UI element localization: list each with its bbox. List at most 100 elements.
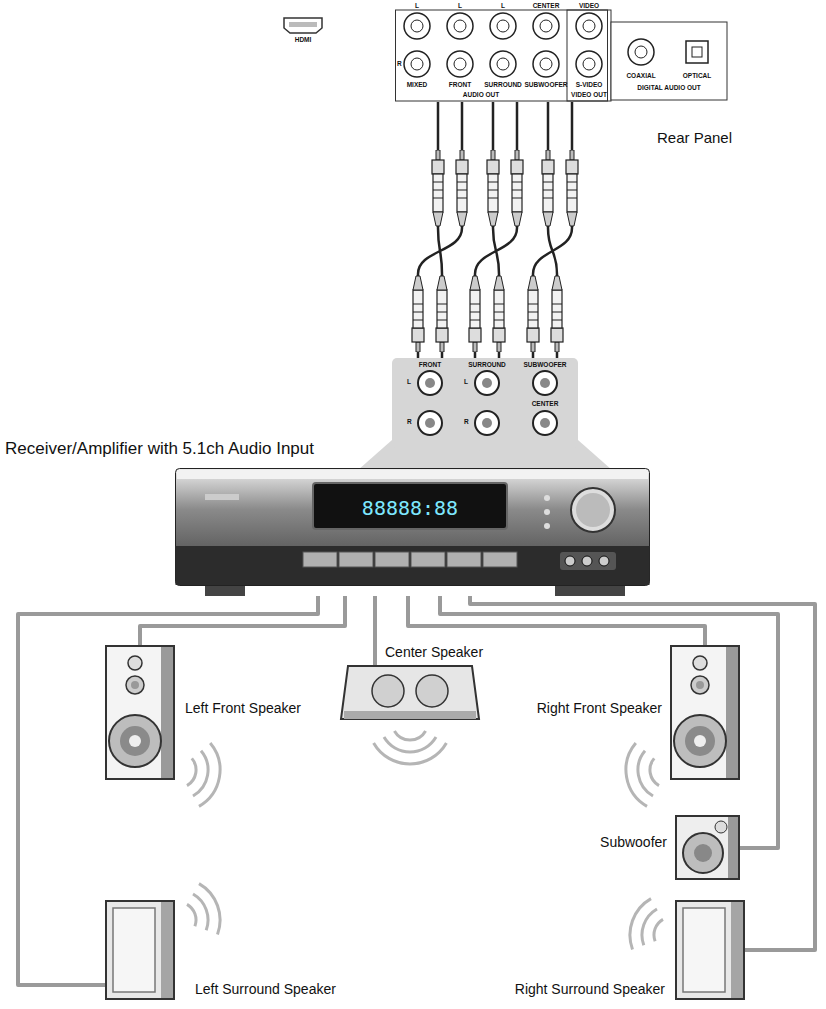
jack-label: VIDEO [579, 2, 599, 9]
rear-panel [490, 13, 516, 39]
jack-label: R [407, 418, 412, 425]
rear-panel: Rear PanelLLLCENTERVIDEORMIXEDFRONTSURRO… [395, 2, 728, 102]
surround-speaker [675, 900, 745, 1000]
rear-panel [497, 58, 509, 70]
front-speaker [693, 656, 707, 670]
rear-panel [411, 58, 423, 70]
front-speaker [120, 726, 150, 756]
jack-label: S-VIDEO [576, 81, 603, 88]
receiver [571, 488, 615, 532]
speaker-wire [470, 596, 815, 950]
surround-speaker [683, 908, 725, 992]
front-speaker [685, 726, 715, 756]
subwoofer [676, 816, 739, 879]
surround-speaker [676, 901, 744, 999]
input-panel [475, 411, 499, 435]
front-speaker [161, 647, 173, 778]
hdmi-port [284, 18, 322, 33]
receiver [599, 556, 609, 566]
jack-label: COAXIAL [626, 72, 655, 79]
rca-plug [469, 276, 481, 352]
rear-panel [540, 58, 552, 70]
jack-label: L [415, 2, 419, 9]
rca-plug [493, 276, 505, 352]
rear-panel [533, 51, 559, 77]
jack-label: CENTER [532, 400, 559, 407]
speaker-wire [440, 596, 778, 848]
front-speaker [670, 645, 740, 780]
rear-panel [447, 13, 473, 39]
surround-speaker [161, 902, 173, 998]
sound-wave [193, 751, 208, 796]
node-label: Subwoofer [600, 835, 667, 850]
surround-speaker [105, 900, 175, 1000]
rca-cable [533, 102, 572, 358]
rear-panel [635, 46, 647, 58]
front-speaker: Left Front Speaker [105, 645, 175, 780]
speaker-wire [375, 596, 376, 665]
jack-label: FRONT [419, 361, 441, 368]
receiver [447, 552, 481, 567]
node-label: Center Speaker [385, 645, 483, 660]
front-speaker: Right Front Speaker [670, 645, 740, 780]
input-panel [540, 378, 550, 388]
center-speaker [416, 675, 448, 707]
surround-speaker [731, 902, 743, 998]
sound-wave [187, 731, 663, 949]
subwoofer [683, 833, 723, 873]
hdmi-port [289, 22, 317, 27]
receiver [544, 495, 550, 501]
center-speaker [340, 665, 480, 720]
input-panel [425, 378, 435, 388]
front-speaker [106, 646, 174, 779]
rca-cable [418, 102, 462, 358]
rear-panel [540, 20, 552, 32]
hdmi-port [284, 18, 322, 33]
node-label: Left Surround Speaker [195, 982, 336, 997]
rca-plug [412, 276, 424, 352]
sound-wave [374, 743, 447, 764]
jack-label: VIDEO OUT [571, 91, 607, 98]
rear-panel [533, 13, 559, 39]
input-panel: FRONTLRSURROUNDLRSUBWOOFERCENTER [392, 358, 578, 448]
front-speaker [726, 647, 738, 778]
rear-panel [454, 20, 466, 32]
rca-plug [432, 150, 444, 226]
node-label: Right Surround Speaker [515, 982, 665, 997]
receiver [375, 552, 409, 567]
input-panel [392, 358, 578, 448]
sound-wave [650, 758, 659, 785]
node-label: Rear Panel [657, 130, 732, 147]
jack-label: DIGITAL AUDIO OUT [637, 84, 700, 91]
receiver [411, 552, 445, 567]
center-speaker: Center Speaker [340, 665, 480, 720]
rear-panel [490, 51, 516, 77]
jack-label: SURROUND [484, 81, 522, 88]
node-label: Receiver/Amplifier with 5.1ch Audio Inpu… [5, 440, 314, 459]
rear-panel [404, 51, 430, 77]
center-speaker [341, 666, 479, 719]
receiver: Receiver/Amplifier with 5.1ch Audio Inpu… [175, 468, 650, 596]
surround-speaker [113, 908, 155, 992]
input-panel [533, 411, 557, 435]
rca-plug [566, 150, 578, 226]
input-panel [482, 378, 492, 388]
front-speaker [126, 676, 144, 694]
receiver [544, 523, 550, 529]
front-speaker [696, 681, 704, 689]
subwoofer [675, 815, 740, 880]
center-speaker [372, 675, 404, 707]
subwoofer [694, 844, 712, 862]
jack-label: L [501, 2, 505, 9]
jack-label: OPTICAL [683, 72, 712, 79]
sound-wave [187, 904, 196, 926]
front-speaker [109, 715, 161, 767]
sound-wave [638, 751, 653, 796]
rca-cable [533, 102, 572, 358]
rca-plug [511, 150, 523, 226]
receiver [313, 483, 507, 529]
front-speaker [674, 715, 726, 767]
rca-cable [475, 102, 517, 358]
